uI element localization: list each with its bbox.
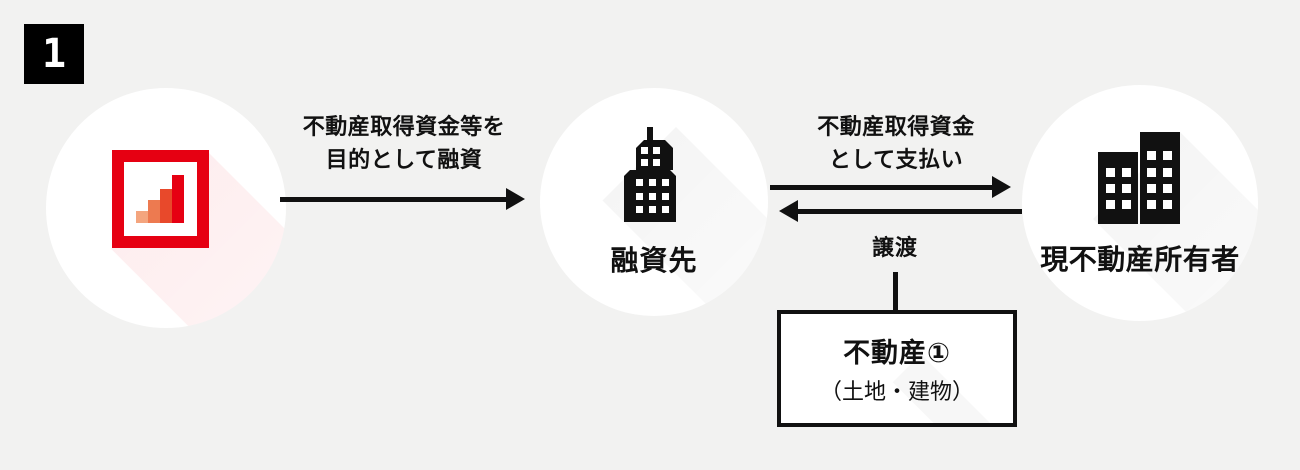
node-finance-company — [46, 88, 286, 328]
twin-buildings-icon — [1098, 132, 1180, 224]
loan-label-line2: 目的として融資 — [325, 147, 483, 172]
loan-arrowhead-icon — [506, 188, 525, 210]
step-number-badge: 1 — [24, 24, 84, 84]
asset-box-title: 不動産① — [843, 338, 951, 368]
payment-label-line1: 不動産取得資金 — [817, 114, 975, 139]
payment-arrowhead-icon — [992, 176, 1011, 198]
bar-chart-logo-icon — [112, 150, 209, 248]
transfer-label: 譲渡 — [871, 235, 918, 260]
logo-bar-1 — [136, 211, 148, 223]
payment-arrow-line — [770, 185, 992, 190]
payment-flow-label: 不動産取得資金 として支払い — [746, 110, 1046, 176]
node-property-owner — [1022, 85, 1258, 321]
asset-box-subtitle: （土地・建物） — [819, 379, 974, 404]
logo-bar-2 — [148, 200, 160, 223]
loan-flow-label: 不動産取得資金等を 目的として融資 — [254, 110, 554, 176]
loan-label-line1: 不動産取得資金等を — [302, 114, 506, 139]
payment-label-line2: として支払い — [828, 147, 964, 172]
node-borrower — [540, 88, 768, 316]
office-tower-icon — [624, 127, 676, 222]
asset-connector-line — [893, 272, 898, 312]
logo-bars — [136, 175, 184, 223]
transfer-arrow-line — [798, 209, 1022, 214]
loan-arrow-line — [280, 197, 506, 202]
borrower-label: 融資先 — [610, 245, 698, 276]
logo-bar-4 — [172, 175, 184, 223]
asset-box: 不動産① （土地・建物） — [777, 310, 1017, 427]
transfer-arrowhead-icon — [779, 200, 798, 222]
logo-bar-3 — [160, 189, 172, 223]
property-owner-label: 現不動産所有者 — [1040, 244, 1240, 275]
